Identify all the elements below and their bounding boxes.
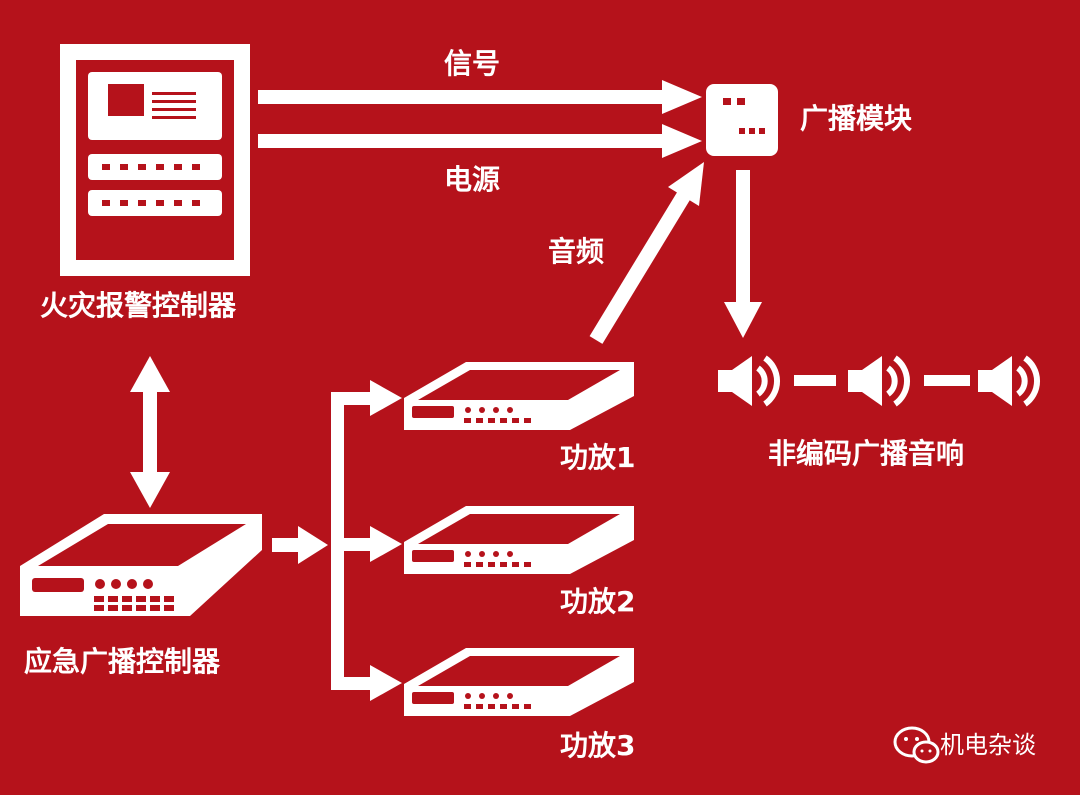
signal-label: 信号	[444, 47, 501, 80]
wechat-icon	[893, 726, 940, 764]
bidirectional-arrow	[130, 356, 170, 508]
emergency-controller-label: 应急广播控制器	[24, 645, 221, 678]
amp2-label: 功放2	[560, 585, 636, 618]
speaker-icon	[718, 356, 1037, 406]
signal-arrow	[258, 80, 702, 114]
amp3-label: 功放3	[560, 729, 636, 762]
distribution-bracket	[331, 380, 402, 701]
power-arrow	[258, 124, 702, 158]
amp1-label: 功放1	[560, 441, 636, 474]
broadcast-module-icon	[706, 84, 778, 156]
audio-arrow	[589, 162, 704, 344]
fire-alarm-controller-label: 火灾报警控制器	[40, 289, 237, 322]
fire-alarm-panel-icon	[60, 44, 250, 276]
speakers-label: 非编码广播音响	[768, 437, 965, 470]
watermark-label: 机电杂谈	[940, 731, 1036, 759]
amplifier-icon-3	[404, 648, 634, 716]
amplifier-icon-1	[404, 362, 634, 430]
emergency-controller-icon	[20, 514, 262, 616]
audio-label: 音频	[548, 235, 605, 268]
amplifier-icon-2	[404, 506, 634, 574]
broadcast-module-label: 广播模块	[800, 102, 913, 135]
controller-output-arrow	[272, 526, 328, 564]
power-label: 电源	[444, 163, 501, 196]
module-to-speaker-arrow	[724, 170, 762, 338]
